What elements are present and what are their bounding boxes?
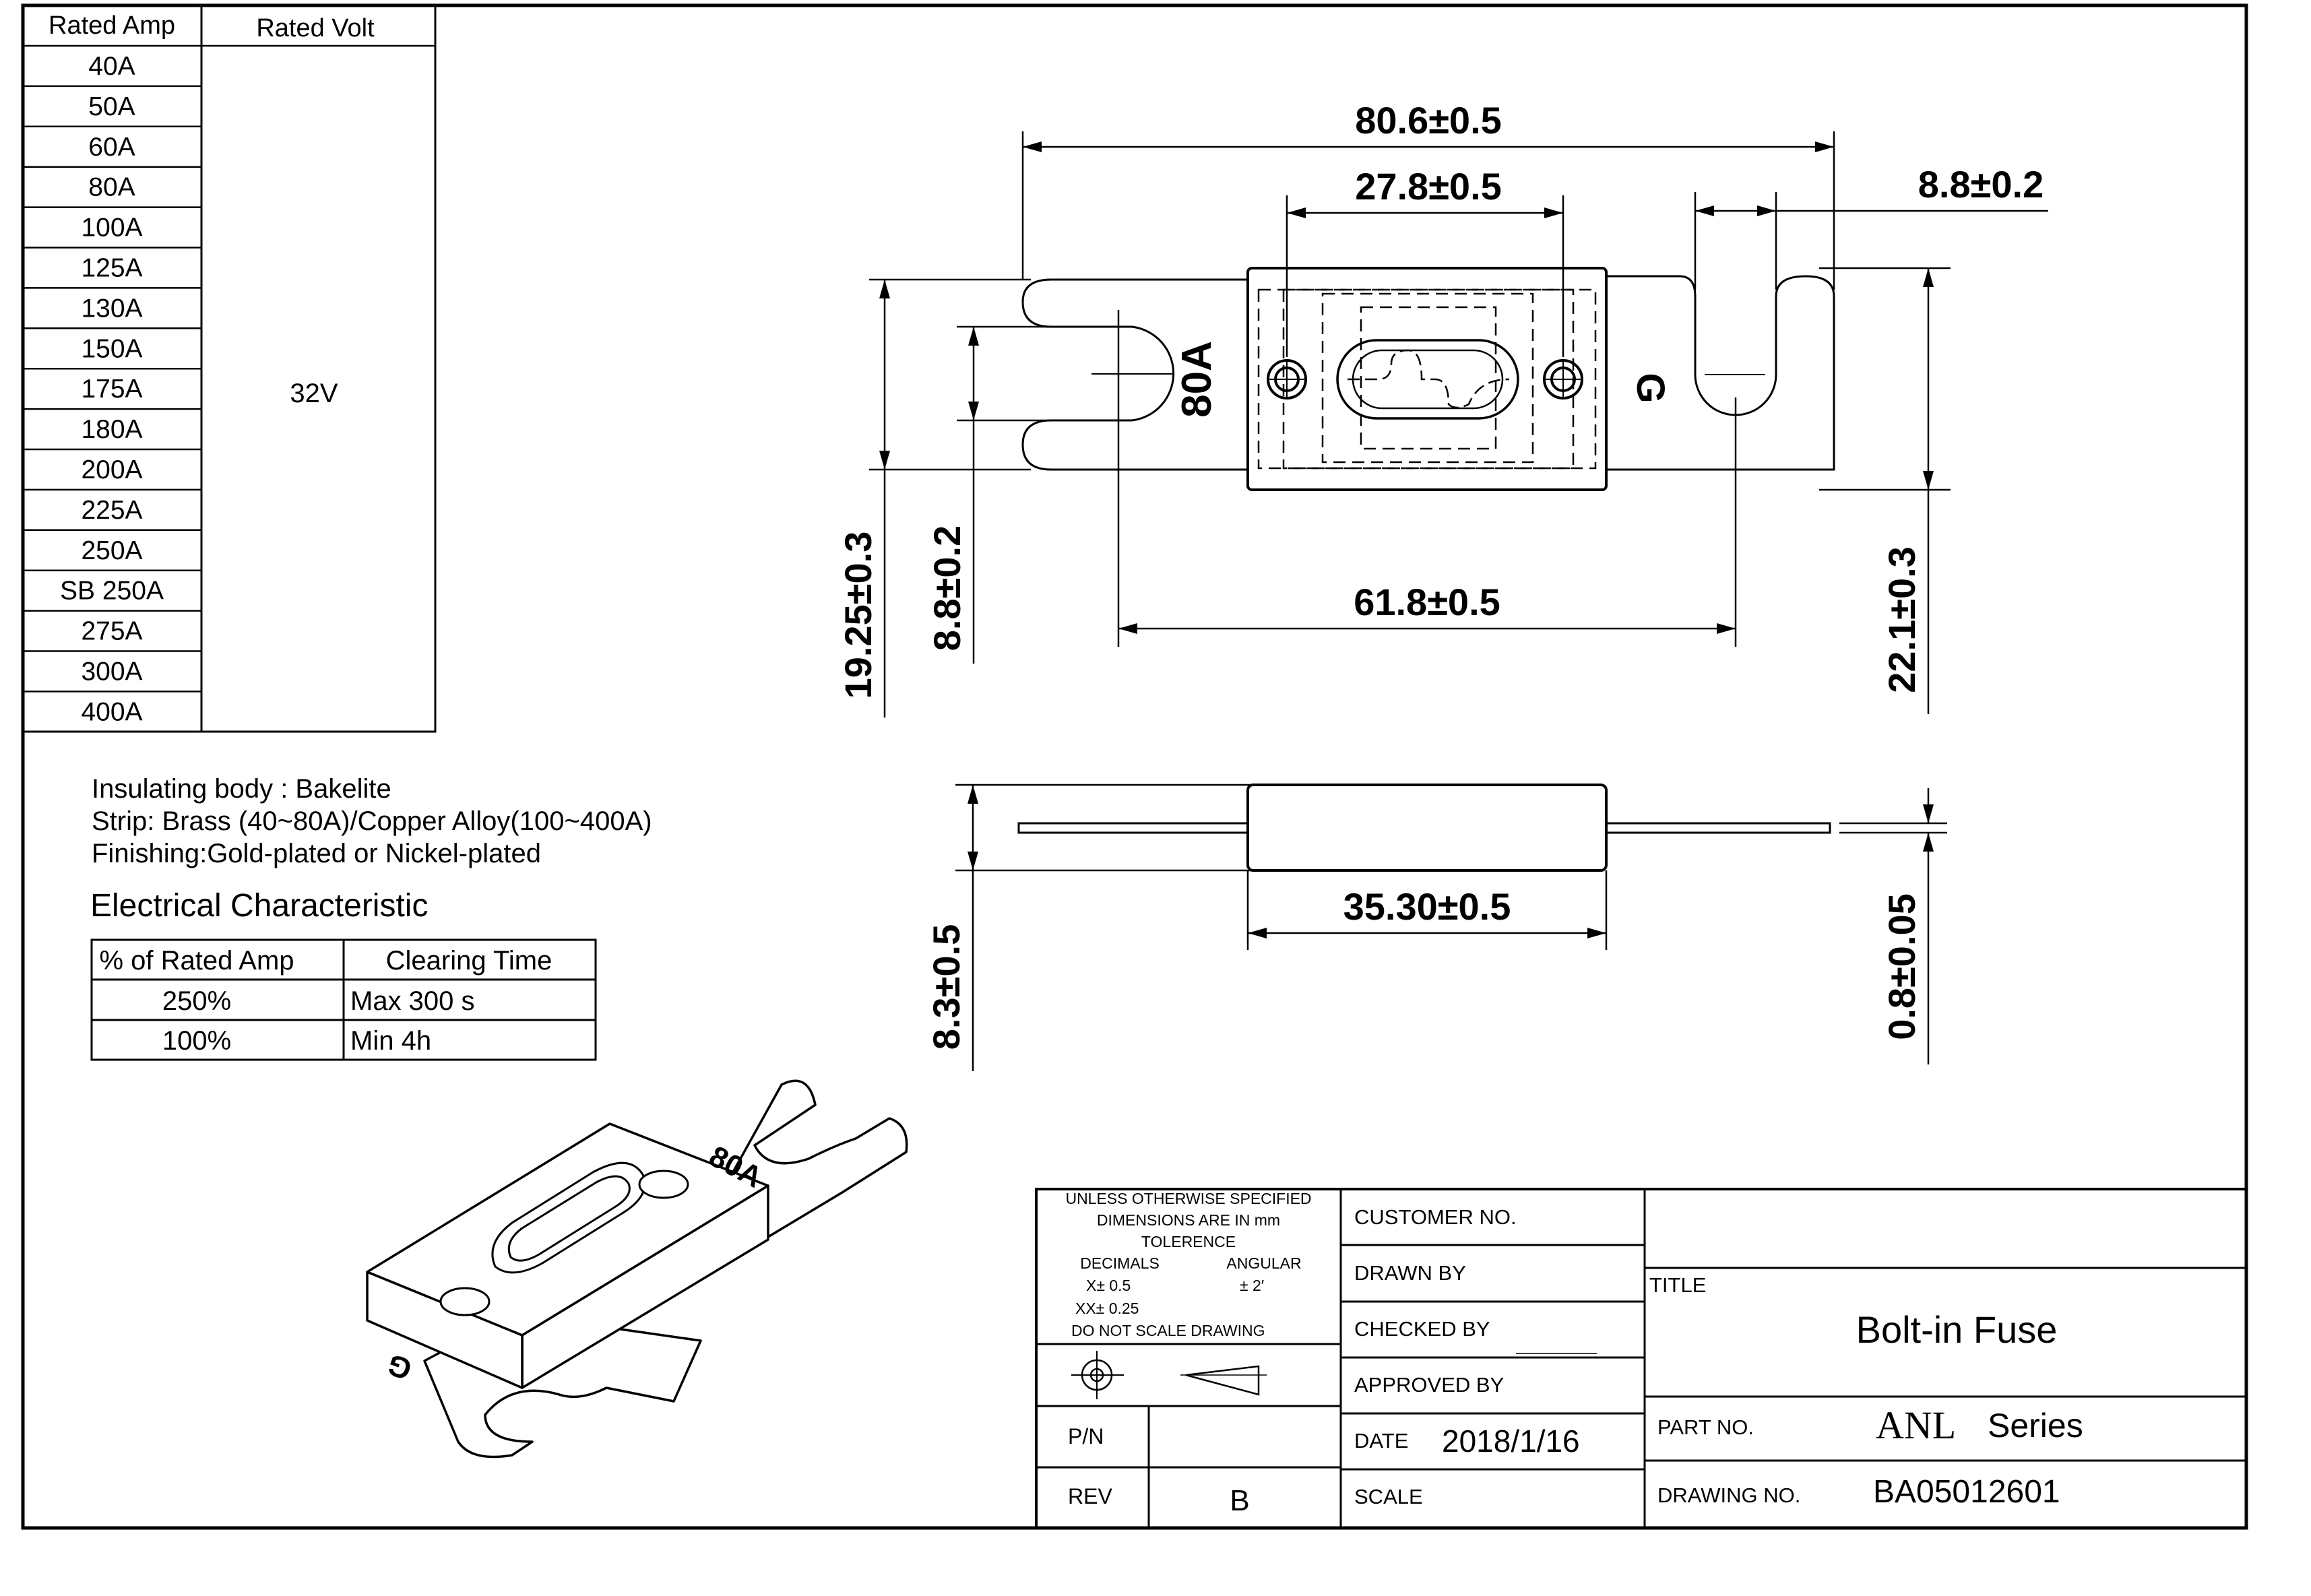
date-value: 2018/1/16 <box>1442 1424 1580 1459</box>
fuse-rating-marking: 80A <box>1174 341 1220 418</box>
angular-tolerance: ± 2′ <box>1240 1277 1264 1294</box>
electrical-table: % of Rated Amp Clearing Time 250% Max 30… <box>90 938 597 1061</box>
rated-amp-cell: 80A <box>88 173 135 202</box>
elec-header-time: Clearing Time <box>386 946 552 976</box>
rated-amp-cell: 130A <box>81 294 142 323</box>
tol-note-3: TOLERENCE <box>1141 1233 1236 1250</box>
elec-header-pct: % of Rated Amp <box>99 946 294 976</box>
title-label: TITLE <box>1649 1273 1706 1297</box>
insulating-note: Insulating body : Bakelite <box>92 774 391 804</box>
no-scale-note: DO NOT SCALE DRAWING <box>1071 1322 1265 1339</box>
header-rated-amp: Rated Amp <box>49 11 175 40</box>
angular-label: ANGULAR <box>1226 1254 1301 1272</box>
finishing-note: Finishing:Gold-plated or Nickel-plated <box>92 839 541 868</box>
rev-label: REV <box>1068 1484 1112 1508</box>
dim-thickness-83: 8.3±0.5 <box>925 924 968 1050</box>
top-view <box>1021 267 1835 491</box>
iso-logo-marking: G <box>383 1347 416 1386</box>
elec-row1-pct: 250% <box>162 986 231 1016</box>
material-notes: Insulating body : Bakelite Strip: Brass … <box>90 774 652 924</box>
dim-height-221: 22.1±0.3 <box>1880 546 1923 693</box>
scale-label: SCALE <box>1354 1485 1423 1508</box>
drawn-by-label: DRAWN BY <box>1354 1261 1466 1285</box>
approved-by-label: APPROVED BY <box>1354 1373 1504 1397</box>
rated-amp-cell: 275A <box>81 617 142 646</box>
electrical-heading: Electrical Characteristic <box>90 888 428 924</box>
rated-amp-cell: 60A <box>88 133 135 162</box>
rated-amp-cell: 150A <box>81 334 142 363</box>
rated-amp-cell: 250A <box>81 536 142 565</box>
x-tolerance: X± 0.5 <box>1086 1277 1131 1294</box>
date-label: DATE <box>1354 1429 1408 1453</box>
tol-note-2: DIMENSIONS ARE IN mm <box>1097 1211 1280 1229</box>
strip-note: Strip: Brass (40~80A)/Copper Alloy(100~4… <box>92 806 652 836</box>
elec-row1-time: Max 300 s <box>350 986 475 1016</box>
isometric-view <box>366 1079 908 1459</box>
customer-no-label: CUSTOMER NO. <box>1354 1205 1517 1229</box>
dim-slot-88: 8.8±0.2 <box>926 525 968 651</box>
pn-label: P/N <box>1068 1424 1104 1448</box>
rated-amp-cell: 40A <box>88 52 135 81</box>
dim-body-inner: 27.8±0.5 <box>1355 165 1502 208</box>
title-block <box>1035 1188 2248 1529</box>
logo-marking: G <box>1628 373 1672 403</box>
drawing-no-value: BA05012601 <box>1873 1474 2060 1510</box>
dim-body-length: 35.30±0.5 <box>1343 885 1511 928</box>
part-no-series: Series <box>1988 1407 2083 1444</box>
dim-overall-length: 80.6±0.5 <box>1355 99 1502 141</box>
side-arrowheads <box>968 785 1934 938</box>
rated-amp-cell: 225A <box>81 496 142 525</box>
rating-table: Rated Amp Rated Volt 40A 50A 60A 80A 100A 125… <box>22 4 437 733</box>
rated-amp-cell: 300A <box>81 657 142 686</box>
rated-amp-cell: 100A <box>81 214 142 243</box>
drawing-no-label: DRAWING NO. <box>1657 1483 1800 1507</box>
elec-row2-pct: 100% <box>162 1026 231 1056</box>
part-no-value: ANL <box>1876 1403 1956 1447</box>
decimals-label: DECIMALS <box>1080 1254 1160 1272</box>
rated-amp-cell: 400A <box>81 697 142 726</box>
dim-slot-width: 8.8±0.2 <box>1918 163 2044 205</box>
rated-amp-cell: SB 250A <box>60 577 164 606</box>
rated-amp-cell: 200A <box>81 455 142 484</box>
title-value: Bolt-in Fuse <box>1856 1308 2058 1351</box>
top-dimension-lines <box>869 131 2048 717</box>
rated-amp-cell: 125A <box>81 253 142 282</box>
rated-amp-cell: 175A <box>81 375 142 404</box>
rated-amp-cell: 180A <box>81 415 142 444</box>
dim-strip-thickness: 0.8±0.05 <box>1880 893 1923 1040</box>
rated-amp-cell: 50A <box>88 92 135 121</box>
checked-by-label: CHECKED BY <box>1354 1317 1490 1341</box>
xx-tolerance: XX± 0.25 <box>1075 1300 1139 1317</box>
rev-value: B <box>1230 1484 1249 1517</box>
top-arrowheads <box>879 141 1934 634</box>
rated-volt-value: 32V <box>290 379 338 408</box>
side-view <box>955 784 1947 1071</box>
dim-hole-spacing: 61.8±0.5 <box>1354 581 1500 623</box>
elec-row2-time: Min 4h <box>350 1026 431 1056</box>
tol-note-1: UNLESS OTHERWISE SPECIFIED <box>1065 1190 1311 1207</box>
header-rated-volt: Rated Volt <box>256 14 375 42</box>
part-no-label: PART NO. <box>1657 1415 1754 1439</box>
dim-height-1925: 19.25±0.3 <box>837 532 879 699</box>
